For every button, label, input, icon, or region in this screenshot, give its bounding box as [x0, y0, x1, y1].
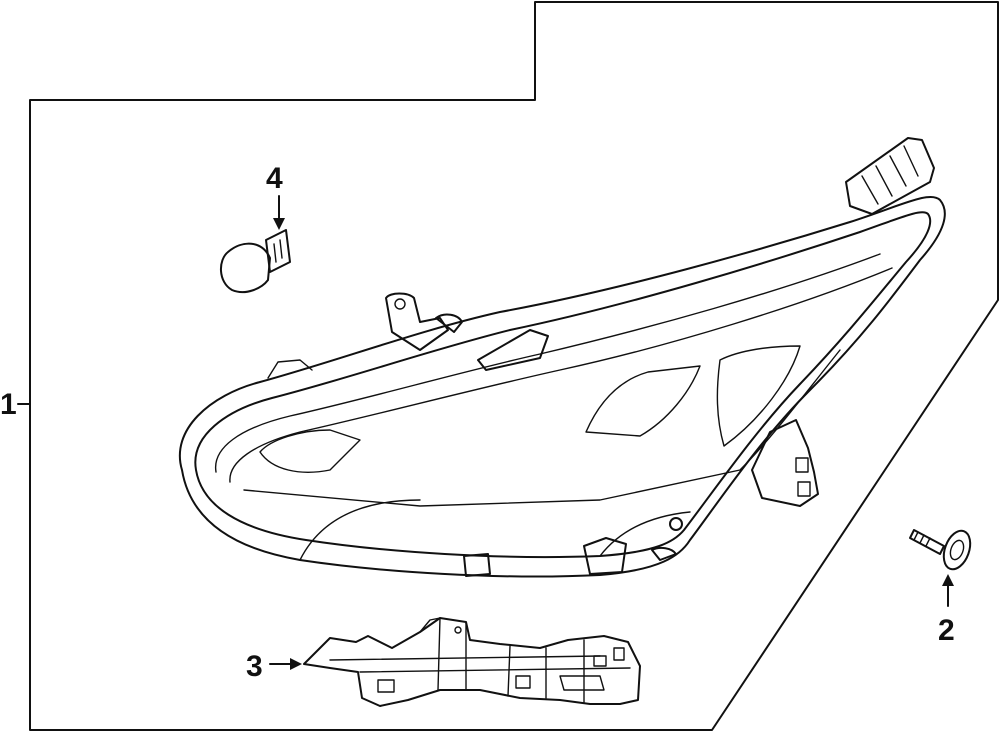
callout-1[interactable]: 1 — [0, 388, 31, 421]
callout-4-label: 4 — [266, 162, 283, 195]
mounting-bracket-part[interactable] — [303, 617, 641, 707]
callout-3-label: 3 — [246, 650, 263, 683]
callout-3[interactable]: 3 — [246, 650, 302, 683]
callout-4-arrowhead — [273, 218, 285, 230]
headlamp-assembly[interactable] — [179, 137, 946, 578]
callout-3-arrowhead — [290, 658, 302, 670]
callout-2-label: 2 — [938, 614, 955, 647]
assembly-boundary — [29, 1, 999, 731]
bulb-part[interactable] — [220, 229, 291, 294]
callout-2[interactable]: 2 — [938, 574, 955, 647]
callout-1-label: 1 — [0, 388, 17, 421]
callout-2-arrowhead — [942, 574, 954, 586]
bolt-part[interactable] — [909, 527, 975, 573]
callout-4[interactable]: 4 — [266, 162, 285, 230]
